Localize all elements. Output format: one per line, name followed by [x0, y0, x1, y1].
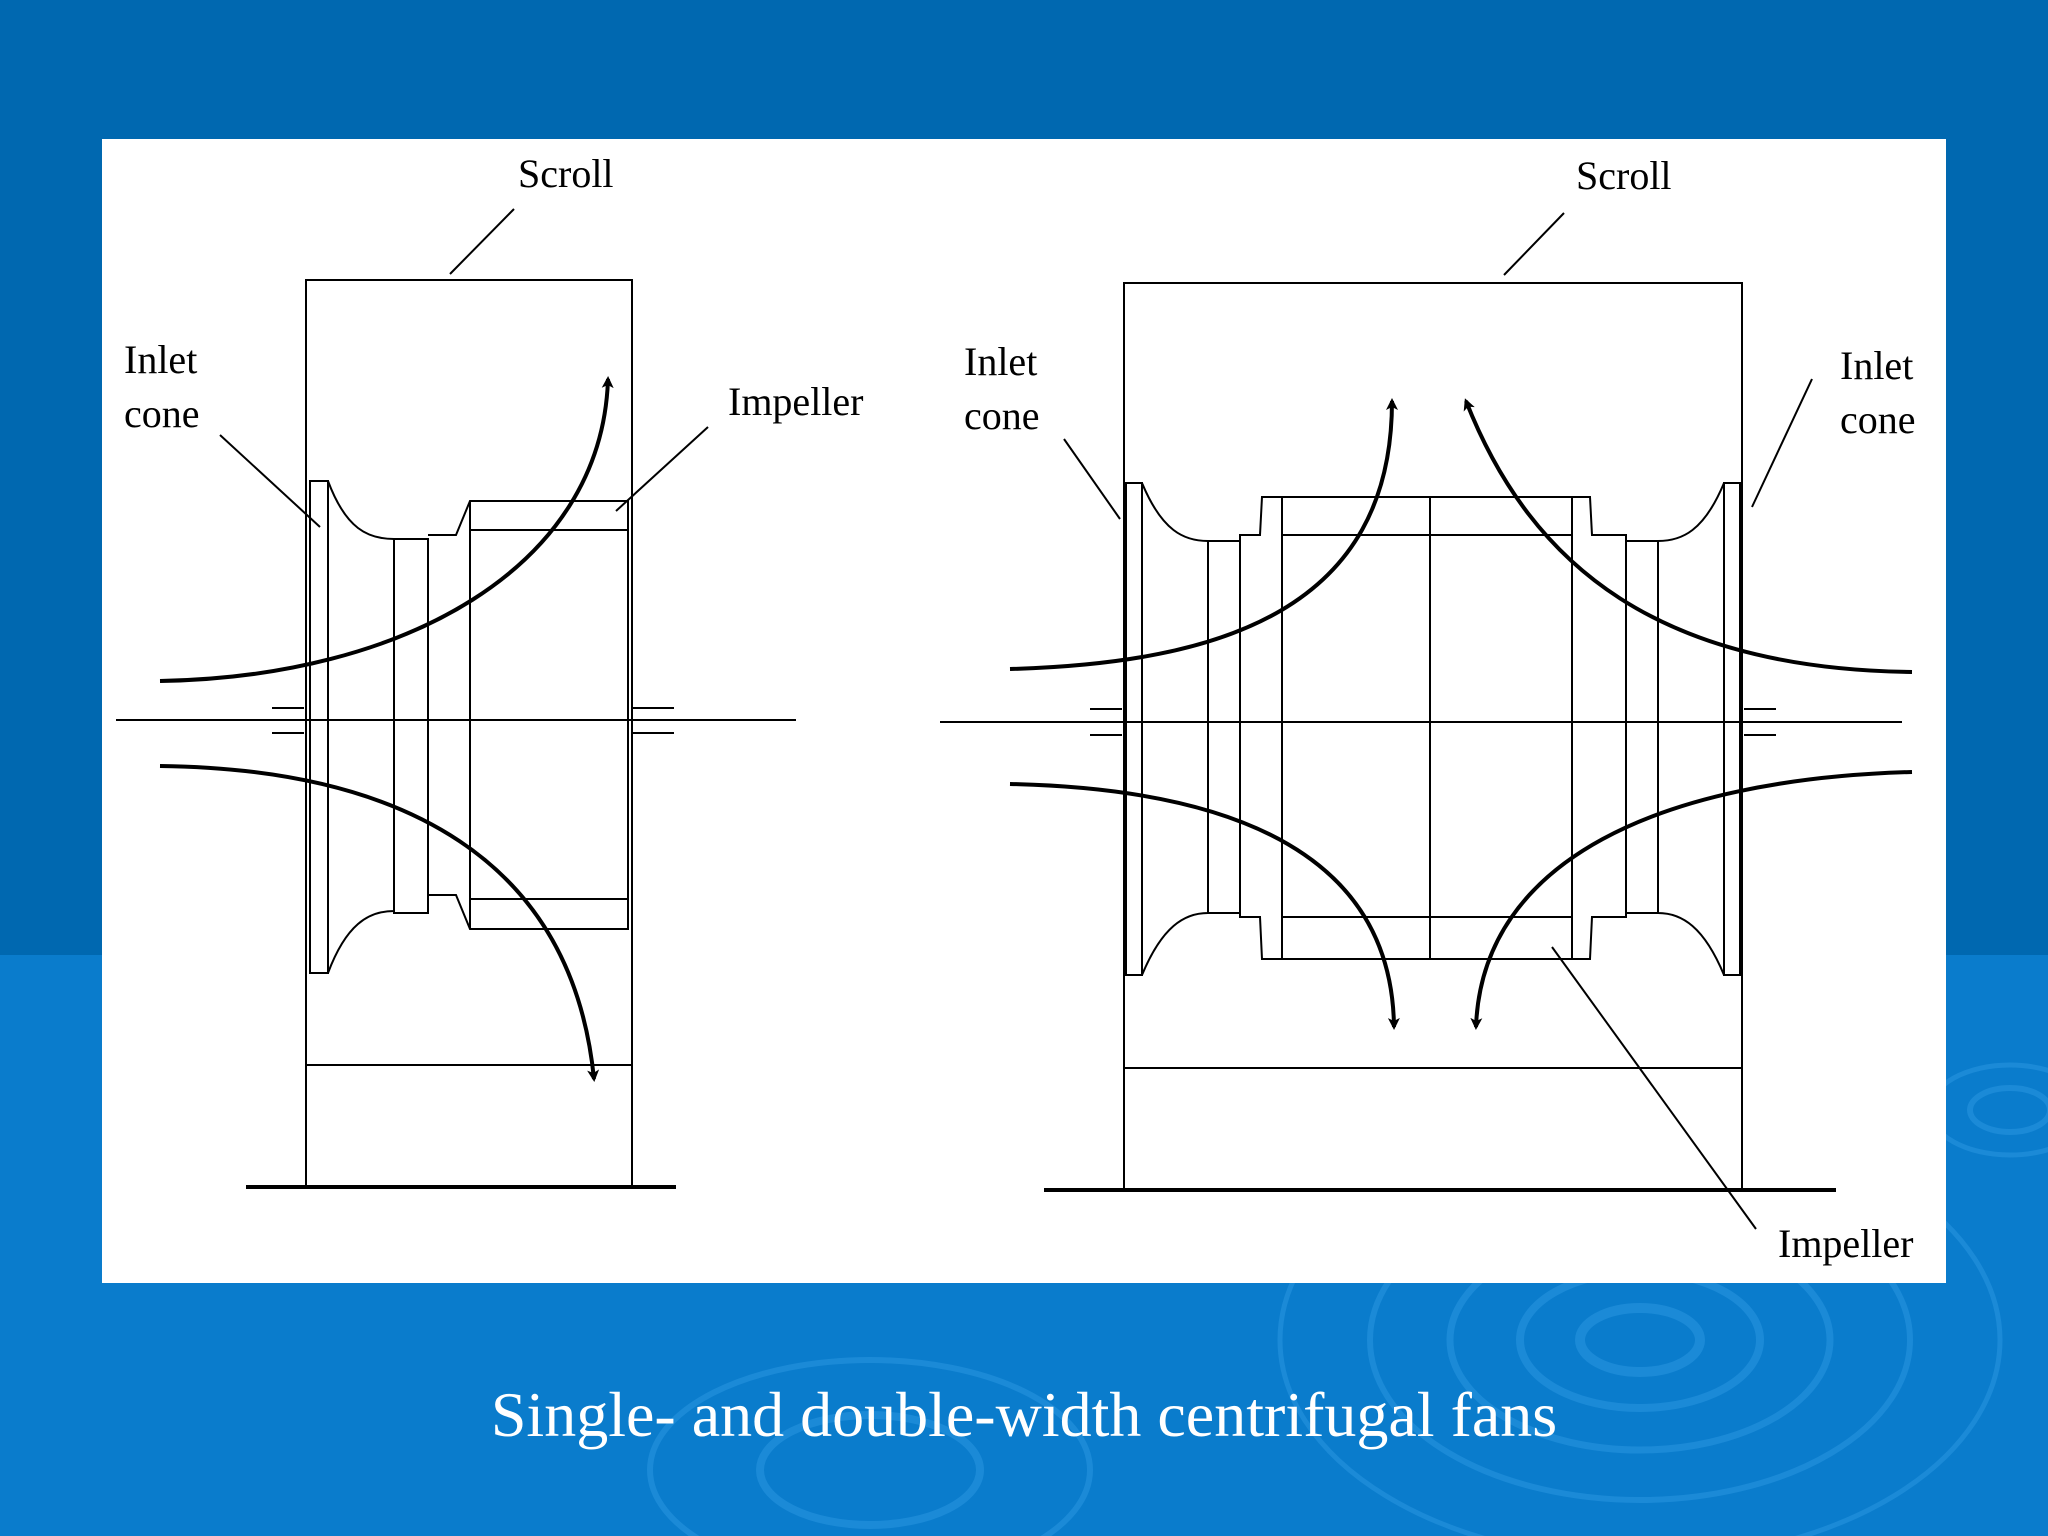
single-airflow-arrow-down	[159, 764, 600, 1082]
single-inlet-cone	[309, 480, 429, 974]
water-ripple-decoration	[647, 1062, 2048, 1536]
single-scroll-leader	[449, 208, 515, 275]
single-impeller-label: Impeller	[728, 379, 864, 424]
slide-caption: Single- and double-width centrifugal fan…	[490, 1379, 1558, 1450]
single-width-fan	[116, 208, 796, 1189]
double-width-fan	[940, 212, 1913, 1230]
single-impeller	[428, 500, 629, 930]
double-inlet-cone-left-label-line2: cone	[964, 393, 1040, 438]
single-inlet-cone-label-line1: Inlet	[124, 337, 198, 382]
double-inlet-cone-left-label-line1: Inlet	[964, 339, 1038, 384]
double-airflow-arrow-left-down	[1009, 782, 1400, 1030]
double-right-inlet-cone	[1625, 482, 1741, 976]
single-scroll-label: Scroll	[518, 151, 614, 196]
double-impeller	[1239, 496, 1627, 960]
single-inlet-leader	[219, 434, 321, 528]
double-scroll-housing	[1123, 282, 1743, 1190]
single-airflow-arrow-up	[159, 376, 614, 683]
double-impeller-label: Impeller	[1778, 1221, 1914, 1266]
double-airflow-arrow-left-up	[1009, 398, 1398, 671]
fan-diagrams	[116, 208, 1913, 1230]
double-left-inlet-cone	[1125, 482, 1241, 976]
double-scroll-leader	[1503, 212, 1565, 276]
double-inlet-cone-right-label-line2: cone	[1840, 397, 1916, 442]
double-airflow-arrow-right-up	[1463, 398, 1913, 674]
double-inlet-cone-right-label-line1: Inlet	[1840, 343, 1914, 388]
double-impeller-leader	[1551, 946, 1757, 1230]
diagram-panel: Scroll Inlet cone Impeller Scroll Inlet …	[102, 139, 1946, 1283]
single-inlet-cone-label-line2: cone	[124, 391, 200, 436]
single-impeller-leader	[615, 426, 709, 512]
double-inlet-right-leader	[1751, 378, 1813, 508]
double-airflow-arrow-right-down	[1470, 770, 1913, 1030]
double-inlet-left-leader	[1063, 438, 1121, 520]
double-scroll-label: Scroll	[1576, 153, 1672, 198]
